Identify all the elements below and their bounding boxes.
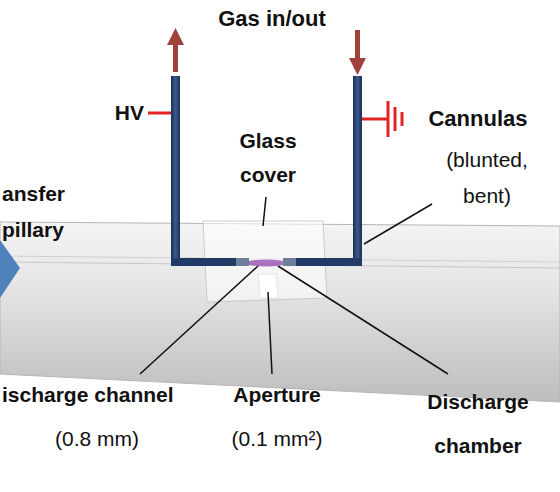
label-text: Discharge chamber — [403, 380, 553, 468]
label-text: ischarge channel — [2, 380, 212, 410]
ground-symbol — [394, 107, 397, 131]
gas-out-arrow — [173, 42, 178, 72]
label-text: Aperture — [212, 380, 342, 410]
label-text: (blunted, bent) — [431, 142, 543, 214]
ground-symbol — [401, 112, 404, 126]
label-text: (0.1 mm²) — [207, 424, 347, 454]
gas-in-arrow — [349, 58, 366, 75]
ground-wire — [362, 118, 388, 121]
label-text: (0.8 mm) — [32, 424, 162, 454]
cannula — [283, 258, 362, 266]
leader-line — [263, 197, 266, 226]
cannula-tip — [283, 258, 296, 266]
gas-in-arrow — [355, 30, 360, 60]
label-text: Glass cover — [223, 124, 313, 192]
label-text: HV — [96, 99, 144, 127]
leader-line — [268, 292, 272, 374]
discharge-channel — [246, 260, 286, 267]
leader-line — [364, 204, 432, 244]
cannula — [353, 76, 362, 266]
leader-line — [140, 266, 258, 374]
label-text: ansfer pillary — [2, 176, 94, 248]
ground-symbol — [387, 101, 390, 137]
cannula — [171, 258, 249, 266]
hv-wire — [148, 112, 171, 115]
cannula-tip — [236, 258, 249, 266]
flow-arrow — [0, 240, 20, 298]
cannula — [171, 76, 180, 266]
capillary-cylinder — [0, 222, 560, 402]
label-text: Cannulas — [403, 104, 553, 134]
label-text: Gas in/out — [172, 4, 372, 34]
leader-line — [278, 266, 448, 374]
gas-out-arrow — [167, 28, 184, 45]
